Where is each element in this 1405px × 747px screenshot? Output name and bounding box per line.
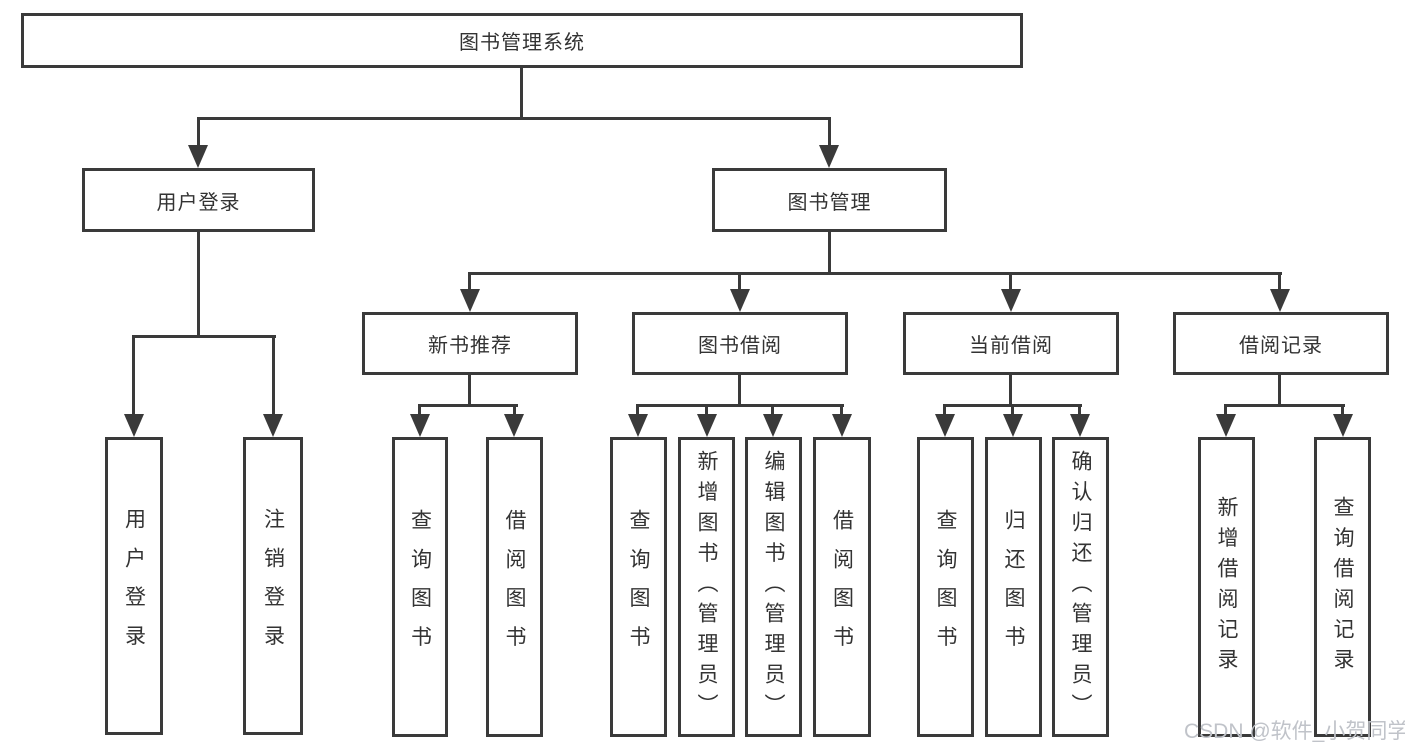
node-borrowing-records-label: 借阅记录 (1239, 335, 1323, 357)
arrowhead-rec-query (1333, 414, 1353, 437)
leaf-edit-book-admin: 编辑图书（管理员） (745, 437, 802, 737)
connector-drop-bb-edit (771, 404, 774, 417)
node-root-label: 图书管理系统 (459, 32, 585, 54)
arrowhead-current-borrowing (1001, 289, 1021, 312)
leaf-borrow-books-borrowing: 借阅图书 (813, 437, 871, 737)
arrowhead-cb-return (1003, 414, 1023, 437)
arrowhead-leaf-logout (263, 414, 283, 437)
arrowhead-cb-query (935, 414, 955, 437)
leaf-query-books-borrowing-label: 查询图书 (627, 509, 650, 665)
connector-new-book-split (418, 404, 518, 407)
arrowhead-new-book-recommend (460, 289, 480, 312)
connector-drop-cb-return (1011, 404, 1014, 417)
node-book-management: 图书管理 (712, 168, 947, 232)
leaf-confirm-return-admin-label: 确认归还（管理员） (1069, 449, 1092, 725)
arrowhead-book-management (819, 145, 839, 168)
leaf-borrow-books-recommend: 借阅图书 (486, 437, 543, 737)
leaf-add-borrow-record: 新增借阅记录 (1198, 437, 1255, 737)
connector-records-stem (1278, 373, 1281, 407)
connector-book-management-split (468, 272, 1282, 275)
connector-drop-leaf-user-login (132, 335, 135, 417)
connector-drop-nb-borrow (513, 404, 516, 417)
arrowhead-nb-borrow (504, 414, 524, 437)
connector-root-split (197, 117, 831, 120)
leaf-edit-book-admin-label: 编辑图书（管理员） (762, 449, 785, 725)
connector-book-management-stem (828, 230, 831, 275)
connector-drop-cb-confirm (1078, 404, 1081, 417)
node-borrowing-records: 借阅记录 (1173, 312, 1389, 375)
connector-user-login-stem (197, 230, 200, 337)
connector-records-split (1224, 404, 1345, 407)
arrowhead-nb-query (410, 414, 430, 437)
connector-drop-leaf-logout (272, 335, 275, 417)
connector-book-borrow-stem (738, 373, 741, 407)
node-book-borrowing: 图书借阅 (632, 312, 848, 375)
watermark: CSDN @软件_小贺同学 (1184, 720, 1405, 743)
connector-new-book-stem (468, 373, 471, 407)
connector-drop-rec-add (1224, 404, 1227, 417)
connector-drop-current-borrowing (1009, 272, 1012, 292)
arrowhead-bb-edit (763, 414, 783, 437)
leaf-return-books-label: 归还图书 (1002, 509, 1025, 665)
arrowhead-book-borrowing (730, 289, 750, 312)
leaf-query-books-current-label: 查询图书 (934, 509, 957, 665)
node-user-login: 用户登录 (82, 168, 315, 232)
leaf-query-books-recommend-label: 查询图书 (408, 509, 432, 665)
arrowhead-bb-query (628, 414, 648, 437)
node-new-book-recommend: 新书推荐 (362, 312, 578, 375)
node-user-login-label: 用户登录 (156, 191, 241, 214)
arrowhead-borrowing-records (1270, 289, 1290, 312)
connector-drop-cb-query (943, 404, 946, 417)
connector-root-stem (520, 66, 523, 119)
leaf-query-books-current: 查询图书 (917, 437, 974, 737)
arrowhead-leaf-user-login (124, 414, 144, 437)
connector-current-borrow-stem (1009, 373, 1012, 407)
connector-drop-bb-borrow (840, 404, 843, 417)
node-root: 图书管理系统 (21, 13, 1023, 68)
connector-book-borrow-split (636, 404, 844, 407)
leaf-borrow-books-recommend-label: 借阅图书 (503, 509, 526, 665)
connector-drop-book-management (828, 117, 831, 149)
node-book-management-label: 图书管理 (787, 191, 872, 214)
connector-drop-bb-query (636, 404, 639, 417)
leaf-query-borrow-record: 查询借阅记录 (1314, 437, 1371, 737)
leaf-add-borrow-record-label: 新增借阅记录 (1215, 495, 1238, 679)
leaf-logout: 注销登录 (243, 437, 303, 735)
connector-drop-borrowing-records (1278, 272, 1281, 292)
connector-drop-bb-add (705, 404, 708, 417)
arrowhead-bb-add (697, 414, 717, 437)
leaf-confirm-return-admin: 确认归还（管理员） (1052, 437, 1109, 737)
connector-drop-rec-query (1341, 404, 1344, 417)
connector-user-login-split (132, 335, 276, 338)
leaf-add-book-admin-label: 新增图书（管理员） (695, 449, 718, 725)
leaf-query-borrow-record-label: 查询借阅记录 (1331, 495, 1354, 679)
node-current-borrowing-label: 当前借阅 (969, 335, 1053, 357)
leaf-query-books-borrowing: 查询图书 (610, 437, 667, 737)
leaf-logout-label: 注销登录 (261, 508, 285, 664)
arrowhead-rec-add (1216, 414, 1236, 437)
node-current-borrowing: 当前借阅 (903, 312, 1119, 375)
arrowhead-bb-borrow (832, 414, 852, 437)
connector-drop-nb-query (418, 404, 421, 417)
connector-drop-new-book-recommend (468, 272, 471, 292)
connector-drop-user-login (197, 117, 200, 149)
node-new-book-recommend-label: 新书推荐 (428, 335, 512, 357)
leaf-query-books-recommend: 查询图书 (392, 437, 448, 737)
connector-drop-book-borrowing (738, 272, 741, 292)
leaf-user-login: 用户登录 (105, 437, 163, 735)
arrowhead-user-login (188, 145, 208, 168)
arrowhead-cb-confirm (1070, 414, 1090, 437)
leaf-add-book-admin: 新增图书（管理员） (678, 437, 735, 737)
leaf-return-books: 归还图书 (985, 437, 1042, 737)
leaf-borrow-books-borrowing-label: 借阅图书 (830, 509, 854, 665)
leaf-user-login-label: 用户登录 (122, 508, 146, 664)
node-book-borrowing-label: 图书借阅 (698, 335, 782, 357)
